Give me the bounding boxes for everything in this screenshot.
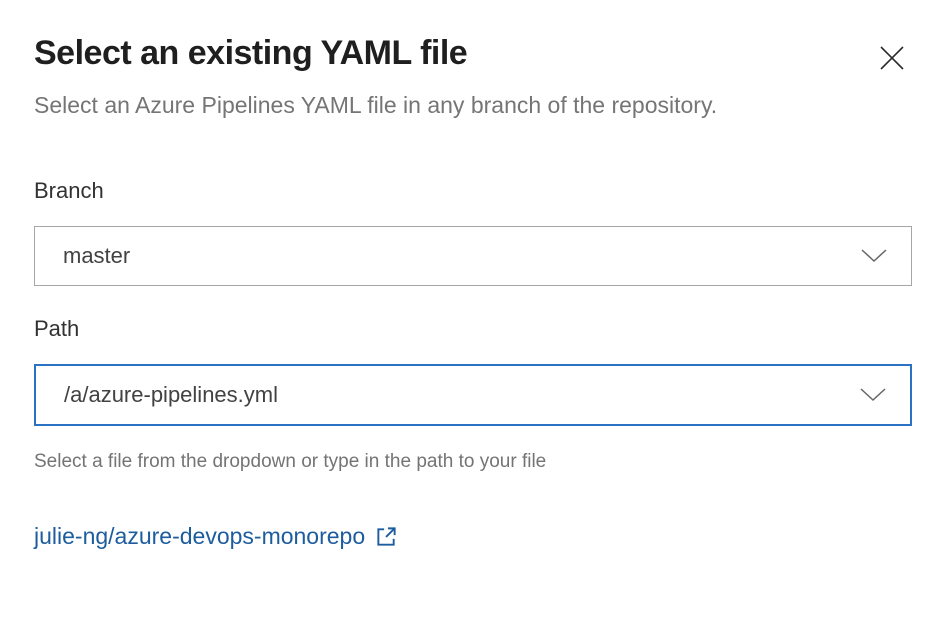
chevron-down-icon[interactable] [859, 245, 889, 267]
branch-field-group: Branch master [34, 178, 912, 286]
external-link-icon [375, 525, 398, 548]
path-combobox[interactable] [34, 363, 912, 426]
dialog-header: Select an existing YAML file [34, 32, 912, 78]
repo-link-label: julie-ng/azure-devops-monorepo [34, 522, 366, 549]
path-input[interactable] [64, 381, 858, 408]
chevron-down-icon[interactable] [858, 384, 888, 406]
path-field-group: Path Select a file from the dropdown or … [34, 316, 912, 473]
path-helper-text: Select a file from the dropdown or type … [34, 450, 547, 472]
repo-link-row: julie-ng/azure-devops-monorepo [34, 523, 912, 550]
close-button[interactable] [872, 38, 912, 78]
branch-label: Branch [34, 177, 104, 203]
dialog-subtitle: Select an Azure Pipelines YAML file in a… [34, 92, 718, 118]
repo-link[interactable]: julie-ng/azure-devops-monorepo [34, 523, 398, 550]
branch-dropdown[interactable]: master [34, 225, 912, 286]
path-label: Path [34, 315, 80, 341]
page-title: Select an existing YAML file [34, 34, 468, 72]
branch-selected-value: master [63, 242, 131, 268]
close-icon [878, 46, 906, 75]
